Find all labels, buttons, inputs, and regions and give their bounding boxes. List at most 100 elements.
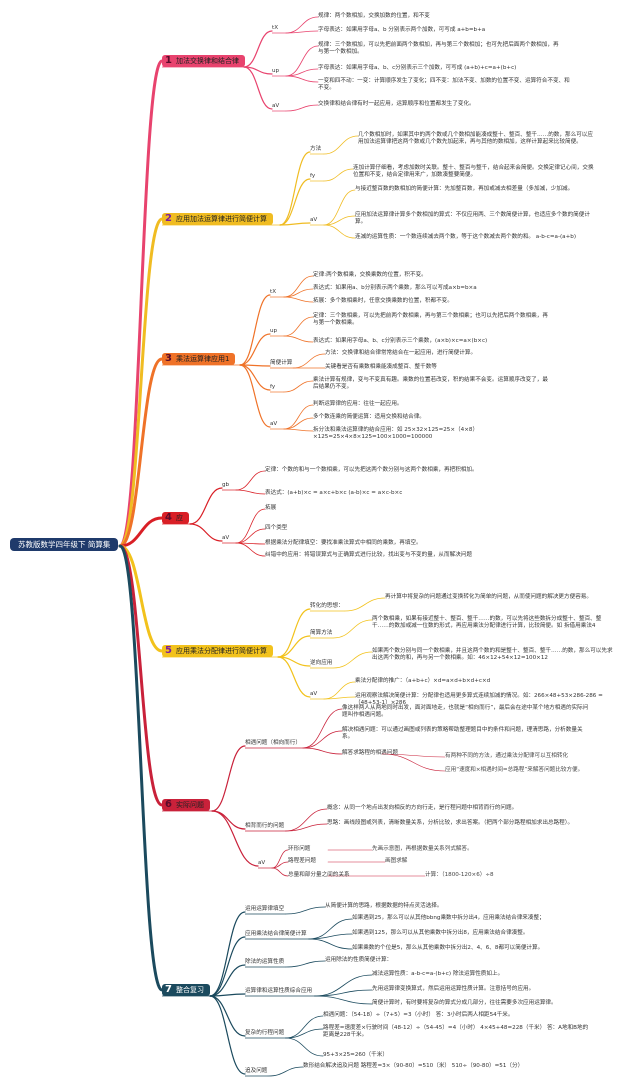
sub-note[interactable]: 画图求解 <box>385 858 408 864</box>
leaf-note[interactable]: 应用加法运算律计算多个数相加的算式：不仅应用两、三个数简便计算，也适应多个数的简… <box>355 212 590 225</box>
leaf-note[interactable]: 运用观察法解决简便计算：分配律也适用更多算式连续加减的情况。如：266×48+5… <box>355 693 603 706</box>
branch-label: 整合复习 <box>176 986 204 994</box>
leaf-note[interactable]: 相遇问题：（54-18）÷（7+5）=3（小时） 答：3小时后两人相距54千米。 <box>323 1012 514 1018</box>
leaf-note[interactable]: 像这样两人从两地同时出发，面对面地走，也就是“相向而行”，最后会在途中某个地方相… <box>342 705 589 718</box>
leaf-note[interactable]: 表达式：如果用字母a、b、c分别表示三个乘数，(a×b)×c=a×(b×c) <box>313 338 488 344</box>
leaf-note[interactable]: 减法运算性质：a-b-c=a-(b+c) 除法运算性质如上。 <box>372 971 504 977</box>
leaf-note[interactable]: 如果遇到25，那么可以从其他bbng乘数中拆分出4，应用乘法结合律来凑整； <box>352 915 545 921</box>
leaf-note[interactable]: 解决相遇问题：可以通过画图或列表的策略帮助整理题目中的条件和问题，理清思路，分析… <box>342 727 583 740</box>
leaf-note[interactable]: 与接近整百数的数相加的简便计算：先加整百数，再加或减去相差量（多加减，少加减。 <box>355 186 574 192</box>
child-topic[interactable]: tX <box>272 25 279 31</box>
leaf-note[interactable]: 从简便计算的思路，根据数据的特点灵活选择。 <box>325 903 443 909</box>
child-topic[interactable]: 转化的思想： <box>310 603 344 609</box>
branch-connector <box>118 544 164 653</box>
sub-note[interactable]: 计算：（1800-120×6）÷8 <box>425 872 494 878</box>
leaf-note[interactable]: 交换律和结合律有时一起应用，运算顺序和位置都发生了变化。 <box>318 101 475 107</box>
child-topic[interactable]: 简算方法 <box>310 630 333 636</box>
leaf-note[interactable]: 如果两个数分别与同一个数相乘，并且这两个数的和是整十、整百、整千……的数，那么可… <box>372 648 613 661</box>
child-topic[interactable]: up <box>272 68 280 74</box>
child-topic[interactable]: aV <box>272 103 280 109</box>
leaf-note[interactable]: 95+3×25=260（千米） <box>323 1052 388 1058</box>
leaf-note[interactable]: 关键看是否有乘数相乘能凑成整百、整千数等 <box>325 364 437 370</box>
leaf-note[interactable]: 总量和部分量之间的关系 <box>288 872 350 878</box>
leaf-note[interactable]: 运用除法的性质简便计算： <box>325 957 393 963</box>
leaf-note[interactable]: 连减的运算性质：一个数连续减去两个数，等于这个数减去两个数的和。 a-b-c=a… <box>355 234 577 240</box>
child-topic[interactable]: 运算律和运算性质综合应用 <box>245 988 313 994</box>
child-topic[interactable]: aV <box>222 535 230 541</box>
child-topic[interactable]: 除法的运算性质 <box>245 959 285 965</box>
sub-note[interactable]: 先画示意图，再根据数量关系列式解答。 <box>372 846 473 852</box>
leaf-note[interactable]: 几个数相加时，如果其中的两个数或几个数相加能凑成整十、整百、整千……的数，那么可… <box>358 132 593 145</box>
leaf-note[interactable]: 乘法计算有规律，变与不变真有趣。乘数的位置若改变，积的结果不会变。运算顺序改变了… <box>313 377 548 390</box>
leaf-note[interactable]: 先用运算律变换算式，然后运用运算性质计算。注意括号的应用。 <box>372 986 535 992</box>
child-topic[interactable]: 相遇问题（相向而行） <box>245 740 301 746</box>
leaf-note[interactable]: 路程差=速度差×行驶时间（48-12）÷（54-45）=4（小时） 4×45+4… <box>323 1025 589 1038</box>
leaf-note[interactable]: 如果遇到125，那么可以从其他乘数中拆分出8，应用乘法结合律凑整。 <box>352 930 529 936</box>
leaf-note[interactable]: 乘法分配律的推广：（a+b+c）×d=a×d+b×d+c×d <box>355 678 491 684</box>
leaf-note[interactable]: 再计算中将复杂的问题通过变换转化为简单的问题，从而使问题的解决更方便容易。 <box>385 594 592 600</box>
child-topic[interactable]: 应用乘法结合律简便计算 <box>245 931 307 937</box>
leaf-connector <box>308 918 353 940</box>
sub-note[interactable]: 应用“速度和×相遇时间=总路程”来解答问题比较方便。 <box>445 767 584 773</box>
child-topic[interactable]: 相背而行的问题 <box>245 823 285 829</box>
leaf-note[interactable]: 定律：三个数相乘，可以先把前两个数相乘，再与第三个数相乘；也可以先把后两个数相乘… <box>313 313 548 326</box>
child-topic[interactable]: 简便计算 <box>270 360 293 366</box>
leaf-note[interactable]: 拓展：多个数相乘时，任意交换乘数的位置，积都不变。 <box>313 298 453 304</box>
leaf-note[interactable]: 多个数连乘的简便运算：适用交换和结合律。 <box>313 414 425 420</box>
leaf-connector <box>332 619 373 639</box>
leaf-note[interactable]: 拓展 <box>265 505 277 511</box>
child-topic[interactable]: 追及问题 <box>245 1068 268 1074</box>
leaf-note[interactable]: 思路：画线段图或列表，清晰数量关系，分析比较，求出答案。（把两个部分路程相加求出… <box>327 820 574 826</box>
leaf-note[interactable]: 两个数相乘，如果有接近整十、整百、整千……的数，可以先将这些数拆分成整十、整百、… <box>372 616 602 629</box>
leaf-note[interactable]: 路程差问题 <box>288 858 316 864</box>
leaf-note[interactable]: 拆分法和乘法运算律的结合应用：如 25×32×125=25×（4×8）×125=… <box>313 427 479 440</box>
leaf-note[interactable]: 纠错中的应用：将错误算式与正确算式进行比较，找出变与不变的量，从而解决问题 <box>265 552 472 558</box>
leaf-note[interactable]: 规律：两个数相加，交换加数的位置，和不变 <box>318 13 430 19</box>
sub-note[interactable]: 有两种不同的方法，通过乘法分配律可以互相转化 <box>445 753 569 759</box>
leaf-note[interactable]: 一变和四不动：一变：计算顺序发生了变化；四不变：加法不变、加数的位置不变、运算符… <box>318 78 570 91</box>
leaf-note[interactable]: 数形结合解决追及问题 路程差=3×（90-80）=510（米） 510÷（90-… <box>303 1063 524 1069</box>
leaf-note[interactable]: 定律：个数的和与一个数相乘，可以先把这两个数分别与这两个数相乘，再把积相加。 <box>265 467 478 473</box>
child-topic[interactable]: 复杂的行程问题 <box>245 1030 285 1036</box>
leaf-connector <box>323 135 359 155</box>
leaf-note[interactable]: 表达式：(a+b)×c = a×c+b×c (a-b)×c = a×c-b×c <box>265 490 403 496</box>
child-topic[interactable]: fy <box>270 384 276 390</box>
leaf-note[interactable]: 判断运算律的应用：往往一起应用。 <box>313 401 403 407</box>
leaf-note[interactable]: 定律:两个数相乘，交换乘数的位置，积不变。 <box>313 272 427 278</box>
root-topic[interactable]: 苏教版数学四年级下 简算集 <box>10 538 119 551</box>
child-topic[interactable]: gb <box>222 482 230 488</box>
child-topic[interactable]: 逆向应用 <box>310 660 333 666</box>
leaf-note[interactable]: 规律：三个数相加，可以先把前面两个数相加，再与第三个数相加；也可先把后面两个数相… <box>318 42 559 55</box>
leaf-note[interactable]: 根据乘法分配律填空：要找准乘法算式中相同的乘数，再填空。 <box>265 540 422 546</box>
child-topic[interactable]: 运用运算律填空 <box>245 906 285 912</box>
leaf-connector <box>283 288 314 298</box>
leaf-note[interactable]: 表达式：如果用a、b分别表示两个乘数，那么可以写成a×b=b×a <box>313 285 477 291</box>
leaf-note[interactable]: 四个类型 <box>265 525 288 531</box>
leaf-note[interactable]: 解答求路程的相遇问题 <box>342 750 398 756</box>
child-topic[interactable]: aV <box>310 691 318 697</box>
child-topic[interactable]: tX <box>270 289 277 295</box>
child-topic[interactable]: up <box>270 328 278 334</box>
child-topic[interactable]: aV <box>310 217 318 223</box>
leaf-note[interactable]: 概念：从同一个地点出发向相反的方向行走，是行程问题中相背而行的问题。 <box>327 805 518 811</box>
child-topic[interactable]: fy <box>310 173 316 179</box>
child-connector <box>239 333 271 366</box>
leaf-note[interactable]: 字母表达：如果用字母a、b 分别表示两个加数，可写成 a+b=b+a <box>318 27 486 33</box>
leaf-note[interactable]: 字母表达：如果用字母a、b、c分别表示三个加数，可写成 (a+b)+c=a+(b… <box>318 65 517 71</box>
leaf-note[interactable]: 简便计算时，有时要将复杂的算式分成几部分，往往需要多次应用运算律。 <box>372 1000 557 1006</box>
child-topic[interactable]: aV <box>258 860 266 866</box>
leaf-note[interactable]: 连加计算仔细看，考虑加数时关联。整十、整百与整千，结合起来会简便。交换定律记心间… <box>353 165 594 178</box>
leaf-connector <box>292 353 326 369</box>
leaf-note[interactable]: 如果乘数的个位是5，那么从其他乘数中拆分出2、4、6、8都可以简便计算。 <box>352 945 544 951</box>
leaf-note[interactable]: 方法：交换律和结合律常常结合在一起应用，进行简便计算。 <box>325 350 477 356</box>
leaf-note[interactable]: 环形问题 <box>288 846 311 852</box>
child-topic[interactable]: 方法 <box>310 146 322 152</box>
child-topic[interactable]: aV <box>270 421 278 427</box>
